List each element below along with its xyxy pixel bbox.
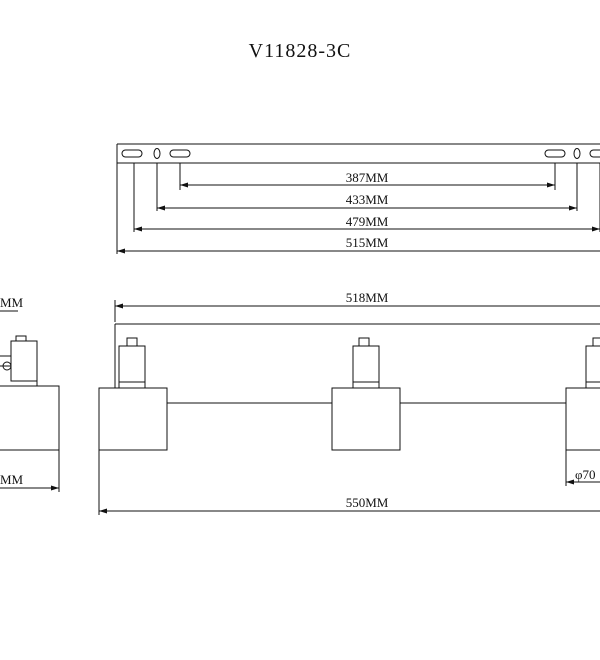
dim-433: 433MM <box>346 192 389 207</box>
fixture-front-view <box>98 300 600 515</box>
lamp-head-left <box>98 337 168 451</box>
plate-dimension-lines <box>117 184 600 252</box>
lamp-shade-left <box>98 387 168 451</box>
dim-387: 387MM <box>346 170 389 185</box>
fixture-side-view <box>0 310 60 492</box>
lamp-head-middle <box>331 337 401 451</box>
side-knob <box>2 361 12 371</box>
mount-hole-right <box>573 148 581 159</box>
mount-hole-left <box>153 148 161 159</box>
dim-479: 479MM <box>346 214 389 229</box>
mount-slot-left <box>121 149 143 158</box>
model-title: V11828-3C <box>248 40 352 62</box>
mount-slot-center-left <box>169 149 191 158</box>
mount-slot-right <box>589 149 600 158</box>
dim-515: 515MM <box>346 235 389 250</box>
lamp-connector-right <box>592 337 600 347</box>
dim-side-top: MM <box>0 295 24 310</box>
dim-518: 518MM <box>346 290 389 305</box>
dim-side-bottom: MM <box>0 472 24 487</box>
lamp-head-right <box>565 337 600 451</box>
lamp-joint-middle <box>352 345 380 383</box>
side-joint <box>10 340 38 382</box>
lamp-shade-middle <box>331 387 401 451</box>
lamp-joint-left <box>118 345 146 383</box>
side-shade <box>0 385 60 451</box>
lamp-shade-right <box>565 387 600 451</box>
lamp-connector-left <box>126 337 138 347</box>
arrowheads <box>51 182 600 514</box>
dim-shade-diameter: φ70 <box>575 467 596 482</box>
mount-slot-center-right <box>544 149 566 158</box>
dim-550: 550MM <box>346 495 389 510</box>
lamp-joint-right <box>585 345 600 383</box>
lamp-connector-middle <box>358 337 370 347</box>
